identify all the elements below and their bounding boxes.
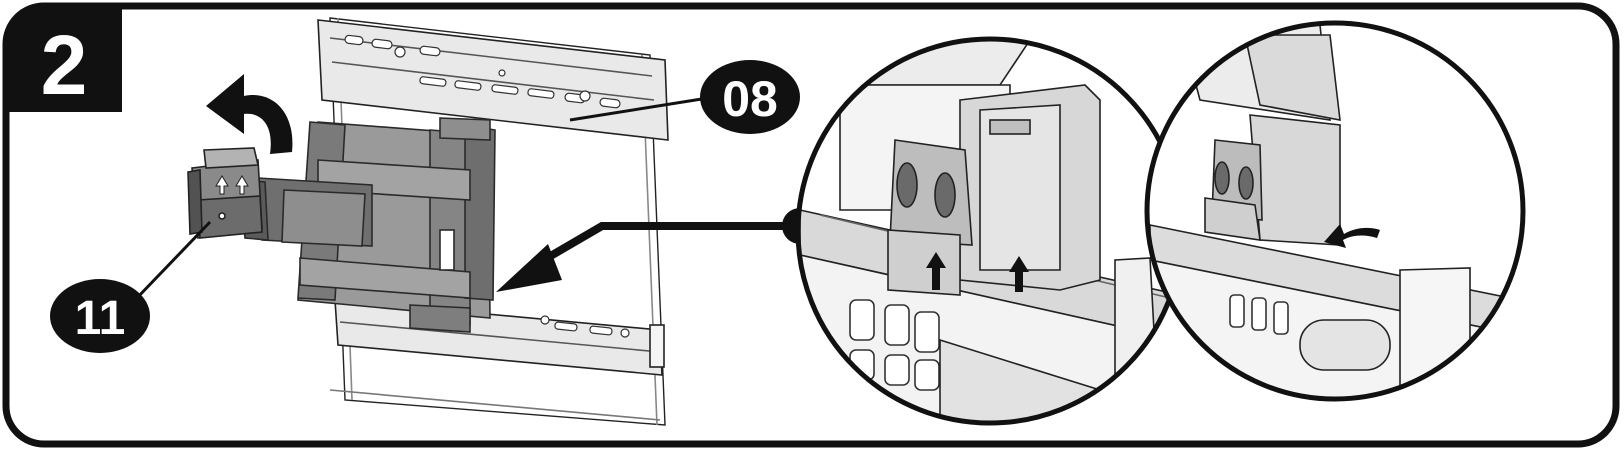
up-arrow-icon [926, 252, 946, 290]
callout-11-label: 11 [75, 292, 126, 345]
detail-circle-2-border [1144, 20, 1526, 402]
tv-bracket [187, 147, 263, 239]
step-number: 2 [41, 18, 88, 112]
up-arrow-icon [235, 175, 249, 195]
detail-view-1 [795, 36, 1185, 426]
up-arrow-icon [215, 175, 229, 195]
callout-08-label: 08 [722, 71, 778, 127]
up-arrow-icon [1009, 256, 1029, 292]
callout-08: 08 [569, 60, 800, 134]
curved-arrow-icon [1324, 224, 1380, 248]
callout-11: 11 [50, 220, 212, 353]
rotate-arrow-icon [206, 74, 293, 154]
arm-assembly [239, 117, 496, 333]
step-badge: 2 [6, 6, 122, 112]
detail-view-2 [1144, 20, 1526, 402]
